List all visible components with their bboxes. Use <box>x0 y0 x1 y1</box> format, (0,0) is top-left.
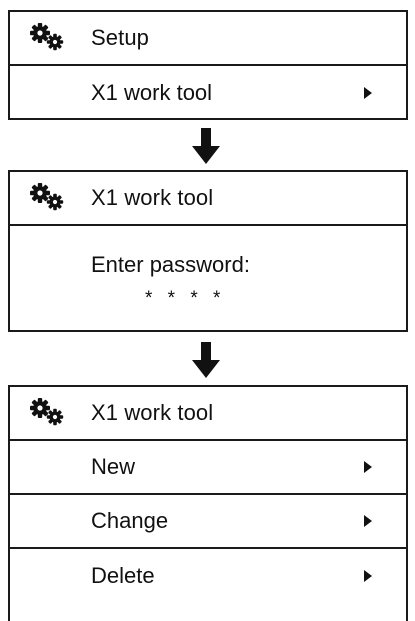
panel-title: X1 work tool <box>91 185 214 210</box>
panel-header: X1 work tool <box>10 172 406 226</box>
password-prompt: Enter password: <box>91 252 250 277</box>
menu-item-label: Change <box>91 508 169 533</box>
setup-menu-panel: Setup X1 work tool <box>8 10 408 120</box>
menu-item-delete[interactable]: Delete <box>10 549 406 603</box>
gears-icon <box>30 183 64 211</box>
arrow-right-icon <box>364 570 372 582</box>
panel-header: Setup <box>10 12 406 66</box>
arrow-right-icon <box>364 515 372 527</box>
menu-item-x1-work-tool[interactable]: X1 work tool <box>10 66 406 120</box>
work-tool-menu-panel: X1 work tool New Change Delete <box>8 385 408 621</box>
menu-item-label: New <box>91 454 136 479</box>
arrow-down-icon <box>192 128 220 164</box>
panel-title: Setup <box>91 25 149 50</box>
panel-title: X1 work tool <box>91 400 214 425</box>
arrow-right-icon <box>364 461 372 473</box>
password-panel: X1 work tool Enter password: * * * * <box>8 170 408 332</box>
arrow-down-icon <box>192 342 220 378</box>
menu-item-change[interactable]: Change <box>10 495 406 549</box>
menu-item-new[interactable]: New <box>10 441 406 495</box>
gears-icon <box>30 398 64 426</box>
menu-item-label: X1 work tool <box>91 80 213 105</box>
gears-icon <box>30 23 64 51</box>
password-field[interactable]: * * * * <box>145 288 226 309</box>
panel-header: X1 work tool <box>10 387 406 441</box>
arrow-right-icon <box>364 87 372 99</box>
menu-item-label: Delete <box>91 563 155 588</box>
